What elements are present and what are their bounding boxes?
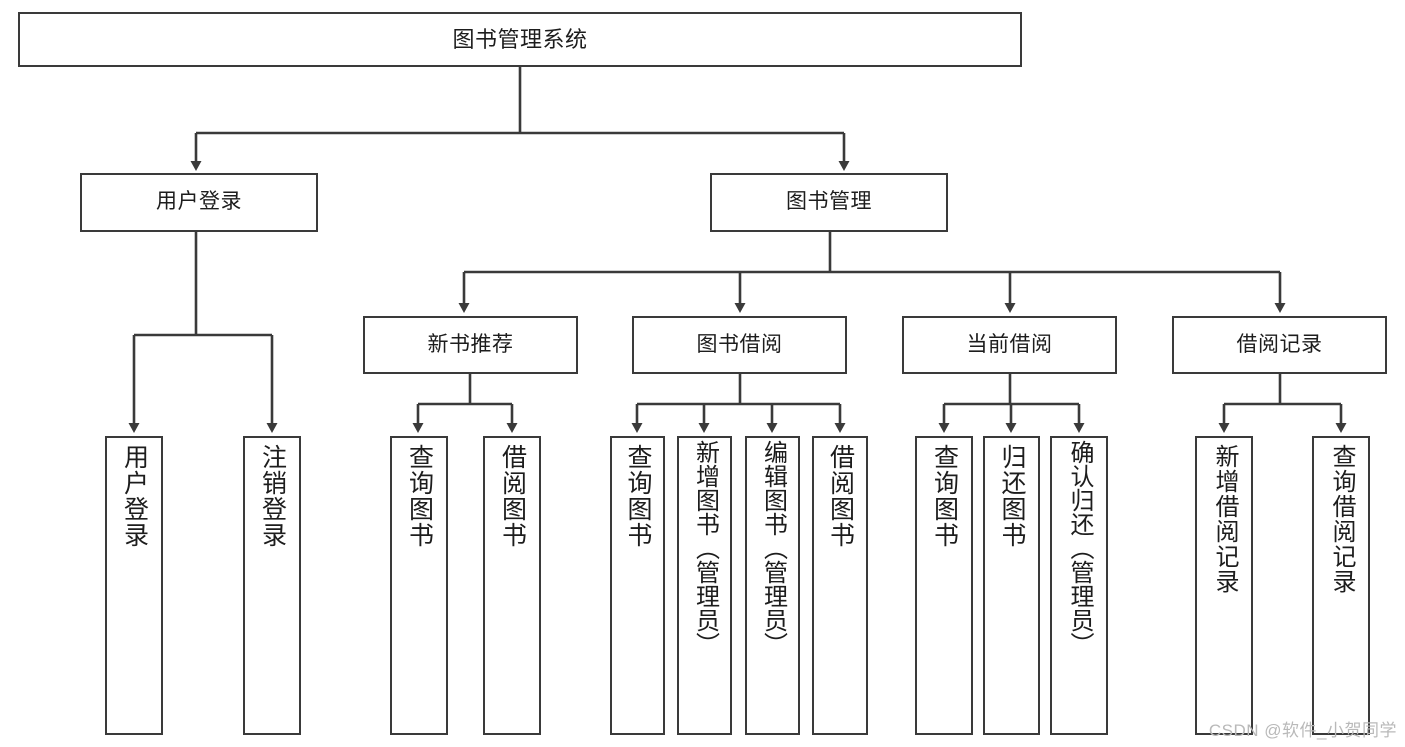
leaf-borrow-books[interactable]: 借阅图书 <box>812 436 868 735</box>
leaf-search-borrow-record[interactable]: 查询借阅记录 <box>1312 436 1370 735</box>
node-label: 图书借阅 <box>696 332 783 356</box>
node-label: 注销登录 <box>258 444 287 548</box>
node-current-borrow[interactable]: 当前借阅 <box>902 316 1117 374</box>
node-label: 用户登录 <box>156 190 242 214</box>
leaf-search-books-current[interactable]: 查询图书 <box>915 436 973 735</box>
leaf-add-borrow-record[interactable]: 新增借阅记录 <box>1195 436 1253 735</box>
node-label: 借阅图书 <box>498 444 527 548</box>
node-label: 查询图书 <box>930 444 959 548</box>
leaf-edit-book-admin[interactable]: 编辑图书（管理员） <box>745 436 800 735</box>
node-borrow-record[interactable]: 借阅记录 <box>1172 316 1387 374</box>
leaf-add-book-admin[interactable]: 新增图书（管理员） <box>677 436 732 735</box>
leaf-logout[interactable]: 注销登录 <box>243 436 301 735</box>
node-new-book-recommend[interactable]: 新书推荐 <box>363 316 578 374</box>
node-root[interactable]: 图书管理系统 <box>18 12 1022 67</box>
node-label: 新增借阅记录 <box>1211 444 1238 594</box>
leaf-search-books-recommend[interactable]: 查询图书 <box>390 436 448 735</box>
node-label: 确认归还（管理员） <box>1066 440 1093 656</box>
node-label: 新增图书（管理员） <box>691 440 719 656</box>
node-label: 查询图书 <box>624 444 652 548</box>
node-label: 查询借阅记录 <box>1328 444 1355 594</box>
node-label: 当前借阅 <box>966 332 1053 356</box>
node-label: 图书管理系统 <box>452 26 588 52</box>
node-label: 归还图书 <box>998 444 1026 548</box>
leaf-search-books-borrow[interactable]: 查询图书 <box>610 436 665 735</box>
node-label: 借阅记录 <box>1236 332 1323 356</box>
node-label: 编辑图书（管理员） <box>759 440 787 656</box>
node-label: 新书推荐 <box>427 332 514 356</box>
node-book-borrow[interactable]: 图书借阅 <box>632 316 847 374</box>
leaf-confirm-return-admin[interactable]: 确认归还（管理员） <box>1050 436 1108 735</box>
node-label: 用户登录 <box>120 444 149 548</box>
leaf-user-login[interactable]: 用户登录 <box>105 436 163 735</box>
node-label: 查询图书 <box>405 444 434 548</box>
watermark: CSDN @软件_小贺同学 <box>1208 721 1397 740</box>
node-book-management[interactable]: 图书管理 <box>710 173 948 232</box>
leaf-return-books[interactable]: 归还图书 <box>983 436 1040 735</box>
node-label: 借阅图书 <box>826 444 855 548</box>
leaf-borrow-books-recommend[interactable]: 借阅图书 <box>483 436 541 735</box>
node-label: 图书管理 <box>786 190 872 214</box>
node-user-login[interactable]: 用户登录 <box>80 173 318 232</box>
